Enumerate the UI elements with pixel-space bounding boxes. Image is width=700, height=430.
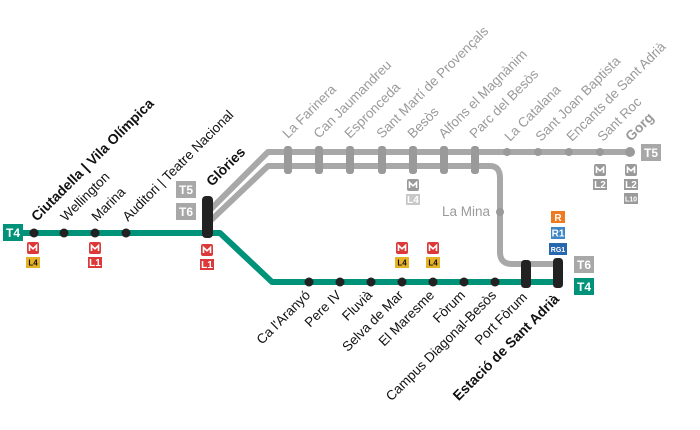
stop-gorg: [625, 147, 635, 157]
svg-text:T4: T4: [577, 280, 591, 294]
stop-auditori: [121, 228, 131, 238]
stop-campus: [490, 277, 500, 287]
metro-icon: [426, 241, 440, 255]
metro-icon: [88, 241, 102, 255]
stop-sant-marti: [378, 146, 386, 174]
stop-glories: [202, 196, 213, 238]
svg-text:L1: L1: [89, 258, 101, 269]
grey-single-stops: [496, 147, 635, 216]
svg-text:L2: L2: [594, 180, 606, 191]
stop-port-forum: [521, 260, 531, 288]
stop-wellington: [59, 228, 69, 238]
svg-text:L10: L10: [625, 197, 637, 204]
svg-text:L4: L4: [397, 259, 407, 268]
stop-la-mina: [496, 208, 504, 216]
stop-parc-besos: [471, 146, 479, 174]
line-t4-green: [19, 230, 561, 285]
svg-text:R: R: [554, 213, 562, 224]
metro-icon: [624, 163, 638, 177]
stop-jaumandreu: [315, 146, 323, 174]
stop-alfons: [440, 146, 448, 174]
svg-text:T6: T6: [179, 205, 193, 219]
svg-text:L4: L4: [428, 259, 438, 268]
badges-gorg: L2 L10: [624, 163, 638, 204]
badges-besos: L4: [406, 178, 420, 206]
tag-t5-glories: T5: [176, 181, 196, 198]
svg-text:T4: T4: [6, 226, 20, 240]
tag-t4-start: T4: [3, 224, 23, 241]
stop-catalana: [503, 148, 511, 156]
metro-icon: [593, 163, 607, 177]
stop-fluvia: [366, 277, 376, 287]
badges-sant-roc: L2: [593, 163, 607, 191]
badges-sant-adria: R R1 RG1: [549, 211, 567, 255]
stop-sant-roc: [596, 148, 604, 156]
stop-maresme: [428, 277, 438, 287]
label-la-mina: La Mina: [442, 204, 491, 219]
tag-t4-sant-adria: T4: [574, 278, 594, 295]
badges-glories: L1: [200, 243, 214, 271]
badges-selva: L4: [395, 241, 409, 268]
grey-double-stops: [284, 146, 479, 174]
badges-marina: L1: [88, 241, 102, 269]
stop-marina: [90, 228, 100, 238]
metro-icon: [406, 178, 420, 192]
tag-t5-gorg: T5: [641, 144, 661, 161]
interchange-bars: [202, 196, 563, 288]
metro-icon: [200, 243, 214, 257]
metro-icon: [26, 241, 40, 255]
line-t6-route: [204, 163, 561, 267]
badges-maresme: L4: [426, 241, 440, 268]
stop-pere-iv: [335, 277, 345, 287]
tag-t6-sant-adria: T6: [574, 256, 594, 273]
stop-ciutadella: [29, 228, 39, 238]
t4-stops: [29, 228, 500, 287]
stop-forum: [459, 277, 469, 287]
labels-t4-east: Ca l'Aranyó Pere IV Fluvià Selva de Mar …: [253, 287, 562, 404]
svg-text:R1: R1: [552, 229, 565, 240]
svg-text:T6: T6: [577, 258, 591, 272]
badges-ciutadella: L4: [26, 241, 40, 268]
metro-icon: [395, 241, 409, 255]
svg-text:L2: L2: [625, 180, 637, 191]
stop-besos: [409, 146, 417, 174]
stop-joan-baptista: [534, 148, 542, 156]
labels-grey: La Farinera Can Jaumandreu Espronceda Sa…: [280, 23, 669, 219]
stop-selva: [397, 277, 407, 287]
svg-text:RG1: RG1: [551, 247, 566, 254]
connection-badges: L4 L1 L1 L4 L4 L4: [26, 163, 638, 271]
svg-text:L1: L1: [201, 260, 213, 271]
stop-farinera: [284, 146, 292, 174]
stop-aranyo: [304, 277, 314, 287]
svg-text:T5: T5: [179, 183, 193, 197]
tag-t6-glories: T6: [176, 203, 196, 220]
svg-text:L4: L4: [407, 195, 419, 206]
line-t4-route: [19, 230, 561, 285]
line-tags: T4 T5 T6 T5 T6 T4: [3, 144, 661, 295]
stop-sant-adria: [553, 258, 563, 288]
svg-text:T5: T5: [644, 146, 658, 160]
stop-encants: [565, 148, 573, 156]
stop-espronceda: [346, 146, 354, 174]
svg-text:L4: L4: [28, 259, 38, 268]
